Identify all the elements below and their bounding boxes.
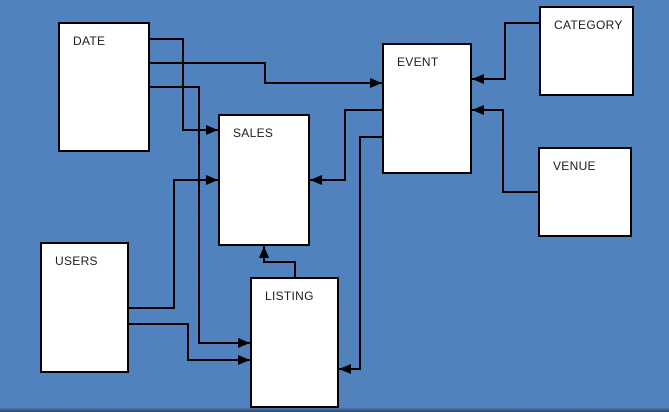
entity-event[interactable]: EVENT [382,43,472,174]
entity-sales-label: SALES [233,126,274,140]
connector-users-to-sales [129,175,218,309]
entity-category[interactable]: CATEGORY [539,6,634,96]
entity-listing-label: LISTING [265,289,314,303]
connector-date-to-listing [150,86,250,348]
entity-date-label: DATE [73,34,106,48]
connector-date-to-event [150,62,382,88]
entity-event-label: EVENT [397,55,439,69]
entity-venue-label: VENUE [553,159,596,173]
entity-category-label: CATEGORY [554,18,623,32]
connector-category-to-event [472,22,539,84]
connector-listing-to-sales [259,246,296,277]
window-bottom-edge [0,408,669,412]
entity-users-label: USERS [55,254,98,268]
connector-users-to-listing [129,323,250,365]
connector-event-to-listing [339,136,382,374]
entity-venue[interactable]: VENUE [538,147,632,237]
connector-event-to-sales [310,109,382,185]
connector-venue-to-event [472,105,538,193]
entity-users[interactable]: USERS [40,242,129,373]
entity-sales[interactable]: SALES [218,114,310,246]
entity-listing[interactable]: LISTING [250,277,339,408]
connector-date-to-sales [150,38,218,135]
entity-date[interactable]: DATE [58,22,150,152]
